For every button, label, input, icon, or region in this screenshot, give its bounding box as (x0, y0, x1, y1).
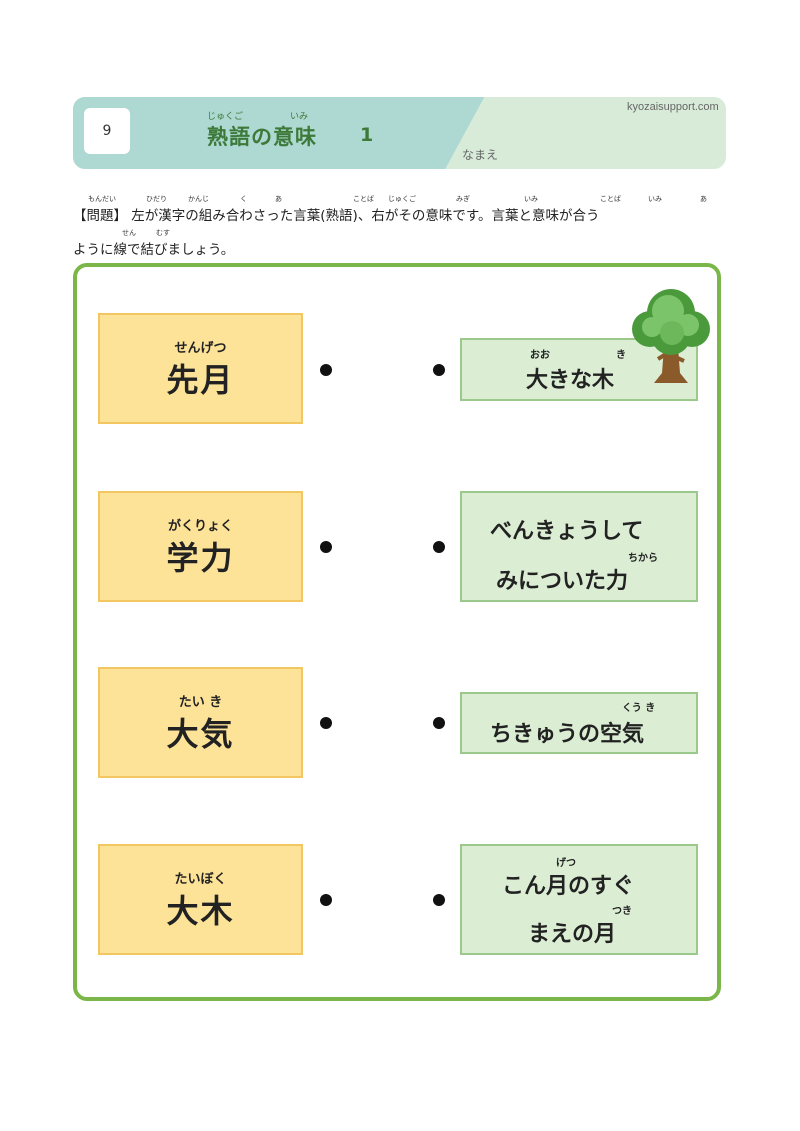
ruby-a: あ (275, 195, 282, 203)
ruby-jukugo: じゅくご (388, 195, 416, 203)
right-item-text: こん月のすぐ (502, 874, 635, 899)
ruby-musu: むす (156, 229, 170, 237)
left-item-word: 大木 (166, 892, 235, 930)
left-item-4: たいぼく 大木 (98, 844, 303, 955)
right-item-ruby: くう き (622, 703, 656, 714)
ruby-kotoba: ことば (353, 195, 374, 203)
left-dot-4[interactable] (320, 894, 332, 906)
instruction-line-2: ように線で結びましょう。 (73, 242, 235, 258)
right-item-text: 大きな木 (526, 368, 615, 393)
left-item-reading: たい き (178, 695, 223, 710)
ruby-sen: せん (122, 229, 136, 237)
right-item-ruby-2: つき (612, 906, 632, 917)
right-item-ruby: げつ (556, 858, 576, 869)
right-item-text: ちきゅうの空気 (490, 722, 645, 747)
header-teal-panel (73, 97, 485, 169)
left-item-2: がくりょく 学力 (98, 491, 303, 602)
name-label[interactable]: なまえ (462, 148, 499, 162)
left-item-reading: がくりょく (167, 519, 233, 534)
title-ruby-jukugo: じゅくご (207, 112, 244, 122)
right-item-text: べんきょうして (490, 519, 644, 544)
ruby-imi2: いみ (648, 195, 662, 203)
left-item-1: せんげつ 先月 (98, 313, 303, 424)
ruby-migi: みぎ (456, 195, 470, 203)
tree-icon (632, 289, 710, 383)
ruby-kotoba2: ことば (600, 195, 621, 203)
title-ruby-imi: いみ (290, 112, 309, 122)
ruby-a2: あ (700, 195, 707, 203)
right-dot-2[interactable] (433, 541, 445, 553)
page-title: 熟語の意味 (207, 125, 317, 149)
left-item-word: 学力 (166, 539, 235, 577)
ruby-mondai: もんだい (88, 195, 116, 203)
instruction-line-1: 【問題】 左が漢字の組み合わさった言葉(熟語)、右がその意味です。言葉と意味が合… (73, 208, 600, 224)
ruby-imi: いみ (524, 195, 538, 203)
right-item-4: げつ こん月のすぐ つき まえの月 (460, 844, 698, 955)
right-item-ruby: ちから (628, 553, 658, 564)
right-item-2: べんきょうして ちから みについた力 (460, 491, 698, 602)
right-item-text-2: まえの月 (528, 922, 617, 947)
right-item-3: くう き ちきゅうの空気 (460, 692, 698, 754)
right-item-ruby: き (616, 350, 626, 361)
right-item-ruby: おお (530, 350, 550, 361)
ruby-kanji: かんじ (188, 195, 209, 203)
right-dot-1[interactable] (433, 364, 445, 376)
page-title-number: 1 (360, 124, 374, 146)
right-dot-3[interactable] (433, 717, 445, 729)
right-dot-4[interactable] (433, 894, 445, 906)
left-item-word: 大気 (166, 715, 235, 753)
left-item-word: 先月 (166, 361, 235, 399)
left-dot-2[interactable] (320, 541, 332, 553)
header-banner (73, 97, 726, 169)
left-item-3: たい き 大気 (98, 667, 303, 778)
left-dot-1[interactable] (320, 364, 332, 376)
ruby-hidari: ひだり (146, 195, 167, 203)
left-item-reading: せんげつ (174, 341, 227, 356)
site-url: kyozaisupport.com (627, 101, 719, 113)
right-item-text-2: みについた力 (496, 569, 629, 594)
left-dot-3[interactable] (320, 717, 332, 729)
ruby-ku: く (240, 195, 247, 203)
left-item-reading: たいぼく (174, 872, 227, 887)
matching-frame (73, 263, 721, 1001)
worksheet-number: 9 (84, 108, 130, 154)
